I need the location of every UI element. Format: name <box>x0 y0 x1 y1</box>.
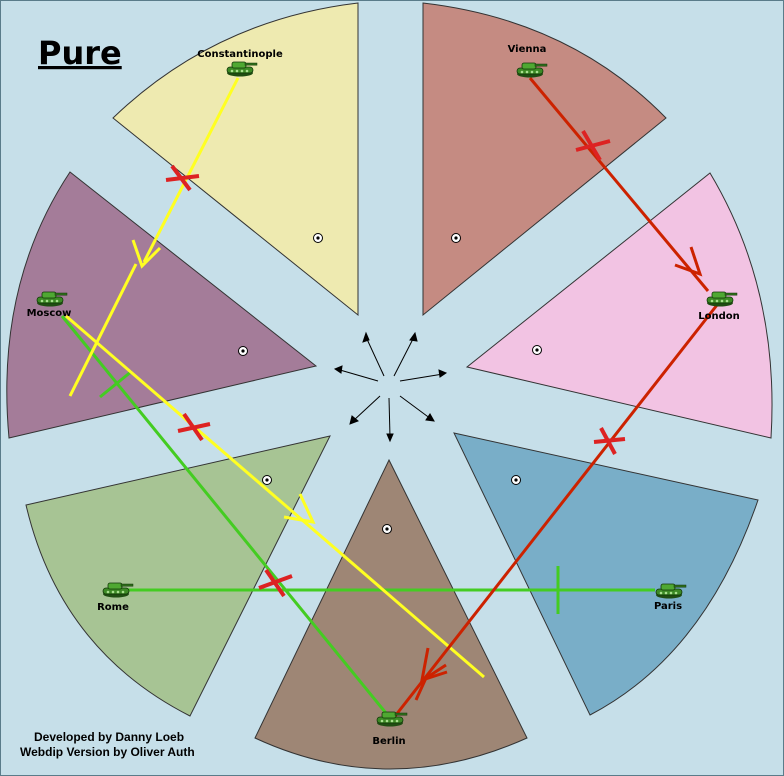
order-yellow-constantinople-move <box>131 77 240 269</box>
variant-title: Pure <box>38 34 122 72</box>
territory-paris[interactable] <box>453 432 759 716</box>
order-green-moscow-support <box>60 315 392 719</box>
territory-rome[interactable] <box>25 435 331 717</box>
label-moscow: Moscow <box>27 308 72 319</box>
failed-order-mark-icon <box>177 412 211 442</box>
failed-order-mark-icon <box>575 129 611 162</box>
order-red-vienna-move <box>528 77 710 292</box>
label-vienna: Vienna <box>508 44 547 55</box>
supply-center-icon <box>511 475 521 485</box>
order-green-rome-paris-support <box>128 566 655 614</box>
territory-berlin[interactable] <box>254 458 528 770</box>
territory-constantinople[interactable] <box>112 2 359 317</box>
territory-vienna[interactable] <box>422 2 667 317</box>
supply-center-icon <box>313 233 323 243</box>
center-arrows <box>333 331 448 443</box>
label-rome: Rome <box>97 602 129 613</box>
order-red-london-move <box>390 304 719 721</box>
failed-order-mark-icon <box>165 164 200 192</box>
supply-center-icon <box>451 233 461 243</box>
label-paris: Paris <box>654 601 682 612</box>
label-london: London <box>698 311 740 322</box>
credit-developer: Developed by Danny Loeb <box>34 730 184 744</box>
supply-center-icon <box>238 346 248 356</box>
territory-london[interactable] <box>465 172 773 439</box>
territory-moscow[interactable] <box>6 171 318 439</box>
credit-webdip: Webdip Version by Oliver Auth <box>20 745 195 759</box>
label-constantinople: Constantinople <box>197 49 283 60</box>
supply-center-icon <box>262 475 272 485</box>
failed-order-mark-icon <box>593 427 626 455</box>
supply-center-icon <box>532 345 542 355</box>
label-berlin: Berlin <box>372 736 405 747</box>
order-yellow-moscow-support <box>65 263 485 679</box>
supply-center-icon <box>382 524 392 534</box>
failed-order-mark-icon <box>258 568 293 598</box>
